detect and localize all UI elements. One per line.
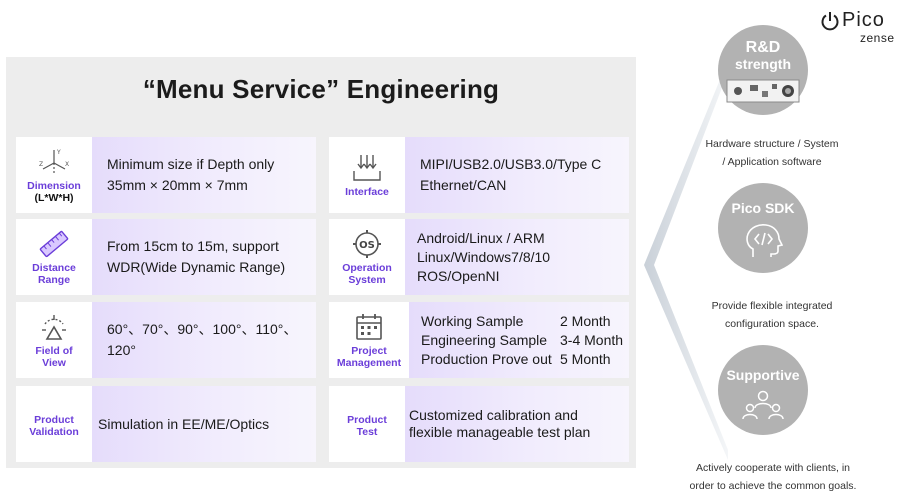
rd-description: Hardware structure / System / Applicatio… [672,135,872,171]
interface-line-1: MIPI/USB2.0/USB3.0/Type C [420,156,602,172]
rd-strength-circle: R&D strength [718,25,808,115]
sdk-description: Provide flexible integrated configuratio… [672,297,872,333]
interface-line-2: Ethernet/CAN [420,177,507,193]
schedule-time: 3-4 Month [560,331,624,348]
fov-line-1: 60°、70°、90°、100°、110°、 [107,321,298,337]
axes-icon: Y Z X [39,149,69,175]
field-of-view-icon [42,314,66,340]
logo-sub: zense [860,31,895,45]
distance-line-1: From 15cm to 15m, support [107,238,279,254]
rd-title: R&D [745,39,781,56]
project-card: Project Management Working Sample 2 Mont… [329,302,629,378]
schedule-time: 5 Month [560,350,611,367]
supportive-desc-line-1: Actively cooperate with clients, in [695,462,851,474]
dimension-line-1: Minimum size if Depth only [107,156,275,172]
sdk-desc-line-1: Provide flexible integrated [711,300,833,312]
ruler-icon [39,230,69,257]
bracket-chevron-icon [644,60,728,460]
schedule-row: Engineering Sample 3-4 Month [421,331,629,350]
power-icon [821,12,839,31]
validation-card: Product Validation Simulation in EE/ME/O… [16,386,316,462]
supportive-desc-line-2: order to achieve the common goals. [689,480,857,492]
page-title: “Menu Service” Engineering [142,74,500,104]
schedule-row: Production Prove out 5 Month [421,350,629,369]
schedule-stage: Production Prove out [421,350,552,367]
os-card: OS Operation System Android/Linux / ARM … [329,219,629,295]
sdk-title: Pico SDK [731,200,795,216]
rd-subtitle: strength [735,56,791,72]
interface-card: Interface MIPI/USB2.0/USB3.0/Type C Ethe… [329,137,629,213]
schedule-time: 2 Month [560,312,611,329]
schedule-stage: Working Sample [421,312,524,329]
distance-line-2: WDR(Wide Dynamic Range) [107,259,286,275]
os-line-2: Linux/Windows7/8/10 [417,248,551,265]
dimension-line-2: 35mm × 20mm × 7mm [107,177,248,193]
fov-line-2: 120° [107,342,136,358]
os-line-3: ROS/OpenNI [417,267,500,284]
supportive-description: Actively cooperate with clients, in orde… [663,459,883,495]
test-label: Product Test [347,413,387,438]
svg-text:Z: Z [39,161,43,168]
circuit-board-icon [726,79,800,103]
interface-icon [353,154,381,181]
dimension-sublabel: (L*W*H) [34,191,74,204]
logo-name: Pico [842,9,885,31]
schedule-row: Working Sample 2 Month [421,312,629,331]
os-line-1: Android/Linux / ARM [417,229,545,246]
pico-zense-logo: Pico zense [820,9,902,47]
head-code-icon [746,224,783,257]
test-card: Product Test Customized calibration and … [329,386,629,462]
test-line-1: Customized calibration and [409,407,578,423]
schedule-stage: Engineering Sample [421,331,548,348]
calendar-icon [356,313,382,340]
team-icon [742,390,784,420]
validation-line-1: Simulation in EE/ME/Optics [98,415,270,432]
svg-text:Y: Y [56,149,61,156]
sdk-desc-line-2: configuration space. [725,318,819,330]
interface-label: Interface [345,185,389,198]
supportive-title: Supportive [726,367,800,383]
dimension-card: Y Z X Dimension (L*W*H) Minimum size if … [16,137,316,213]
distance-label: Distance Range [32,261,76,286]
fov-label: Field of View [35,344,73,369]
os-icon-text: OS [359,240,375,251]
pico-sdk-circle: Pico SDK [718,183,808,273]
project-label: Project Management [336,344,402,369]
os-label: Operation System [342,261,392,286]
rd-desc-line-2: / Application software [722,156,822,168]
os-icon: OS [353,229,381,258]
supportive-circle: Supportive [718,345,808,435]
dimension-label: Dimension [27,179,81,192]
test-line-2: flexible manageable test plan [409,424,591,440]
distance-card: Distance Range From 15cm to 15m, support… [16,219,316,295]
svg-text:X: X [65,161,69,168]
validation-label: Product Validation [29,413,79,438]
rd-desc-line-1: Hardware structure / System [705,138,839,150]
fov-card: Field of View 60°、70°、90°、100°、110°、 120… [16,302,316,378]
